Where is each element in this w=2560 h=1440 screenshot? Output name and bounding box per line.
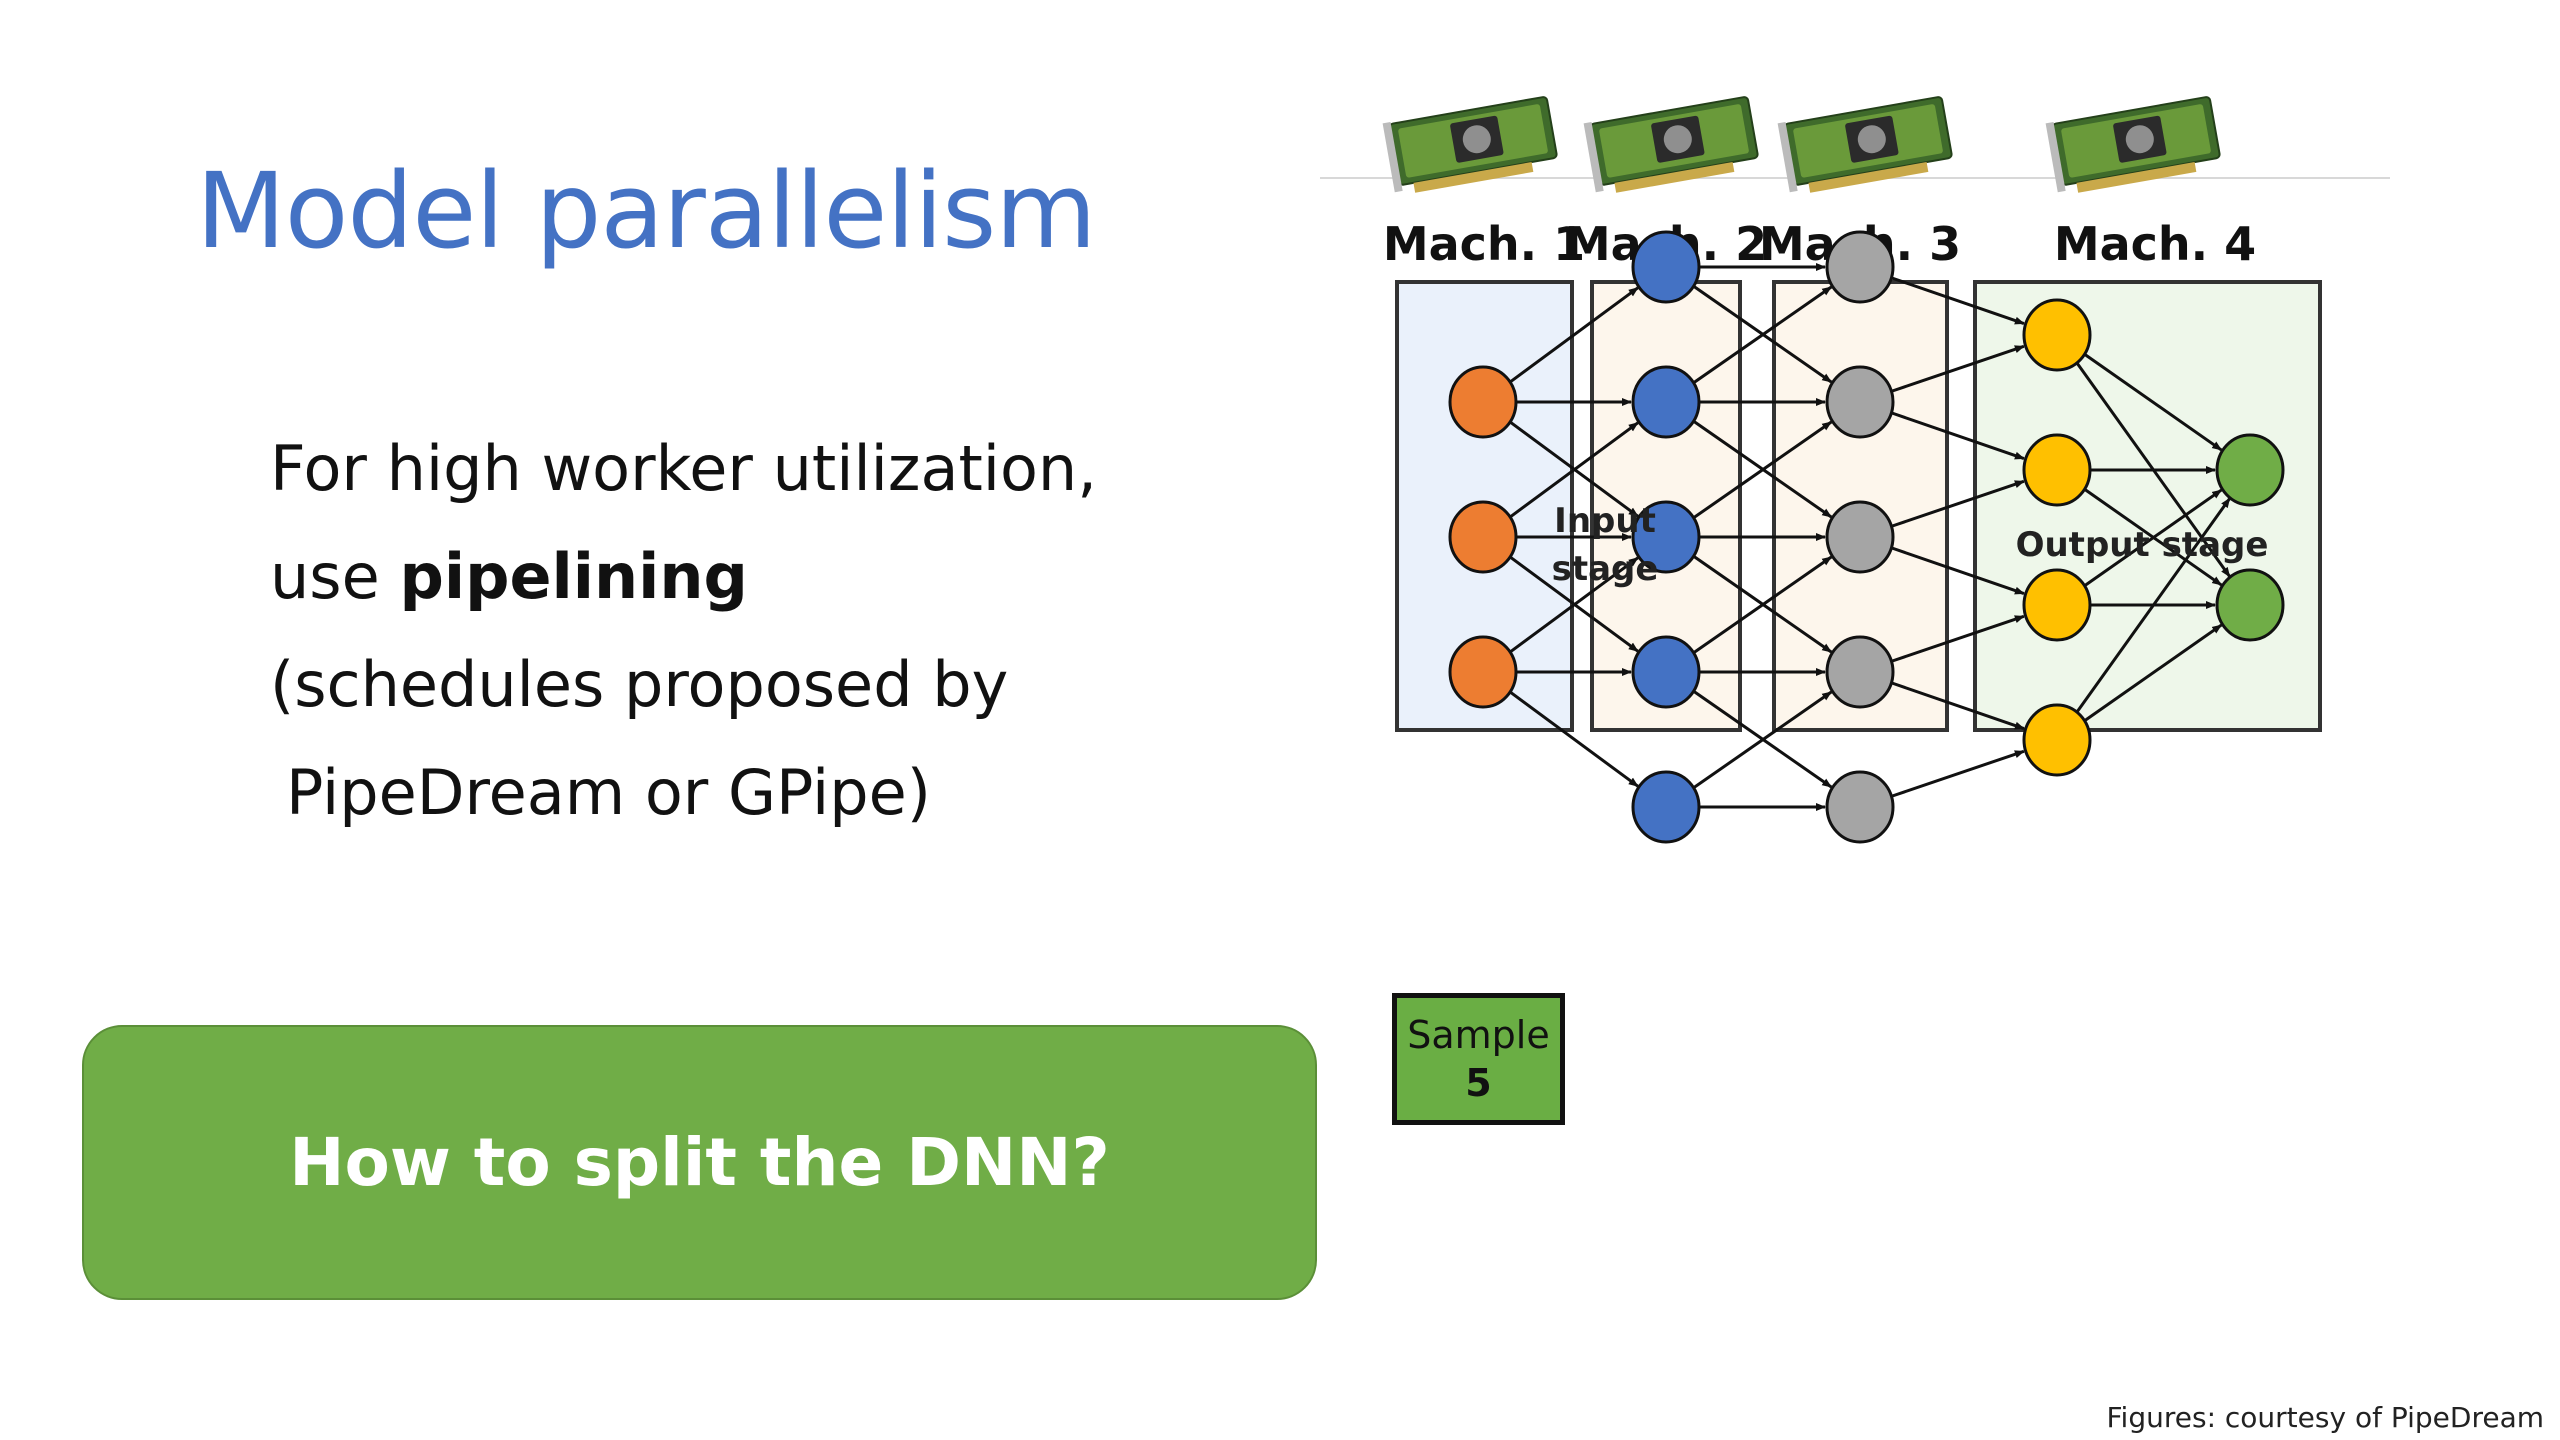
edge-arrow xyxy=(1692,690,1833,790)
edge-arrow xyxy=(1692,285,1833,385)
edge-arrow xyxy=(2083,488,2223,588)
hidden1-node xyxy=(1631,365,1701,439)
hidden3-node xyxy=(2022,703,2092,777)
text-line-3: (schedules proposed by xyxy=(270,648,1009,721)
gpu-card-icon xyxy=(1382,96,1558,193)
edge-arrow xyxy=(1508,690,1639,788)
text-line-2-prefix: use xyxy=(270,540,400,613)
hidden1-node xyxy=(1631,770,1701,844)
machine-label-1: Mach. 1 xyxy=(1383,217,1585,271)
edge-arrow xyxy=(1890,749,2025,798)
question-box: How to split the DNN? xyxy=(82,1025,1317,1300)
hidden2-node xyxy=(1825,500,1895,574)
slide-title: Model parallelism xyxy=(196,150,1097,272)
pipelining-bold: pipelining xyxy=(399,540,748,613)
hidden2-node xyxy=(1825,770,1895,844)
edge-arrow xyxy=(2074,497,2231,715)
sample-box: Sample 5 xyxy=(1392,993,1565,1125)
bullet-text: For high worker utilization, use pipelin… xyxy=(270,415,1097,847)
edge-arrow xyxy=(1508,286,1639,384)
hidden3-node xyxy=(2022,433,2092,507)
machine-label-4: Mach. 4 xyxy=(2054,217,2256,271)
hidden2-node xyxy=(1825,365,1895,439)
gpu-card-icon xyxy=(1777,96,1953,193)
question-text: How to split the DNN? xyxy=(289,1124,1110,1201)
figure-credit: Figures: courtesy of PipeDream xyxy=(2106,1401,2544,1434)
input-node xyxy=(1448,635,1518,709)
edge-arrow xyxy=(1890,411,2025,460)
edge-arrow xyxy=(1692,555,1833,655)
sample-number: 5 xyxy=(1465,1061,1492,1105)
text-line-4: PipeDream or GPipe) xyxy=(286,756,931,829)
input-node xyxy=(1448,365,1518,439)
edge-arrow xyxy=(1508,421,1639,519)
hidden2-node xyxy=(1825,230,1895,304)
hidden1-node xyxy=(1631,230,1701,304)
hidden1-node xyxy=(1631,635,1701,709)
edge-arrow xyxy=(1890,479,2025,528)
edge-arrow xyxy=(1508,556,1639,654)
output-node xyxy=(2215,433,2285,507)
hidden1-node xyxy=(1631,500,1701,574)
input-node xyxy=(1448,500,1518,574)
input-stage-label-2: stage xyxy=(1552,549,1659,589)
sample-label: Sample xyxy=(1407,1013,1550,1057)
gpu-card-icon xyxy=(1583,96,1759,193)
hidden2-node xyxy=(1825,635,1895,709)
gpu-card-icon xyxy=(2045,96,2221,193)
hidden3-node xyxy=(2022,568,2092,642)
output-stage-label: Output stage xyxy=(2016,525,2269,565)
edge-arrow xyxy=(2083,623,2223,723)
hidden3-node xyxy=(2022,298,2092,372)
edge-arrow xyxy=(1890,276,2025,325)
edge-arrow xyxy=(2083,352,2223,452)
edge-arrow xyxy=(1692,420,1833,520)
edge-arrow xyxy=(1890,614,2025,663)
output-node xyxy=(2215,568,2285,642)
edge-arrow xyxy=(1890,681,2025,730)
text-line-1: For high worker utilization, xyxy=(270,432,1097,505)
edge-arrow xyxy=(1890,344,2025,393)
text-line-2: use pipelining xyxy=(270,523,1097,631)
input-stage-label-1: Input xyxy=(1554,501,1656,541)
edge-arrow xyxy=(1890,546,2025,595)
